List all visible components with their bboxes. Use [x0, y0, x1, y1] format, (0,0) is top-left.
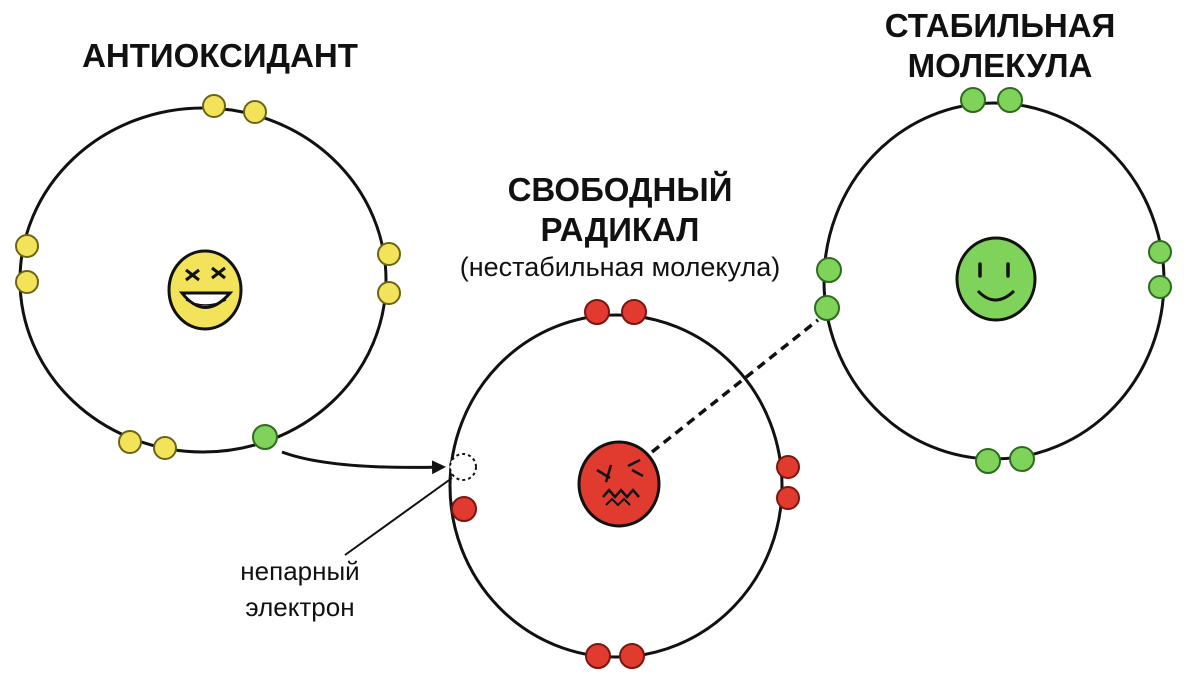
electron — [202, 94, 226, 118]
unpaired-electron-label-line2: электрон — [245, 592, 355, 622]
electron-transfer-arrow — [281, 450, 446, 475]
free-radical-title-line1: СВОБОДНЫЙ — [507, 171, 733, 208]
free-radical-orbit — [448, 313, 784, 659]
free-radical-subtitle: (нестабильная молекула) — [459, 252, 781, 282]
stable-molecule-title-line2: МОЛЕКУЛА — [907, 47, 1093, 84]
free-radical-electrons — [451, 299, 800, 669]
electron — [960, 87, 986, 113]
antioxidant-atom — [15, 94, 401, 460]
stable-molecule-electrons — [814, 87, 1172, 474]
stable-molecule-atom — [814, 87, 1172, 474]
stable-molecule-title-line1: СТАБИЛЬНАЯ — [884, 7, 1116, 44]
electron — [451, 496, 477, 522]
unpaired-electron-label: непарный электрон — [200, 553, 400, 625]
electron — [118, 430, 142, 454]
electron — [975, 448, 1001, 474]
free-radical-atom — [448, 299, 800, 669]
electron — [621, 299, 647, 325]
smiling-face-icon — [955, 236, 1037, 322]
unpaired-electron-slot — [449, 453, 477, 481]
electron — [814, 295, 840, 321]
electron — [816, 257, 842, 283]
attraction-dashed-line — [650, 318, 820, 454]
electron — [377, 242, 401, 266]
unpaired-electron-label-line1: непарный — [240, 556, 360, 586]
free-radical-title-line2: РАДИКАЛ — [540, 211, 700, 248]
electron — [243, 100, 267, 124]
electron — [584, 299, 610, 325]
stable-molecule-title: СТАБИЛЬНАЯ МОЛЕКУЛА — [860, 6, 1140, 86]
electron — [153, 436, 177, 460]
unpaired-electron-pointer — [344, 477, 453, 556]
electron — [776, 486, 800, 510]
electron — [15, 234, 39, 258]
electron — [1148, 240, 1172, 264]
electron — [619, 643, 645, 669]
grinning-face-icon — [167, 249, 243, 331]
antioxidant-title: АНТИОКСИДАНТ — [82, 37, 358, 74]
electron — [1009, 446, 1035, 472]
angry-face-icon — [577, 440, 661, 528]
electron — [585, 643, 611, 669]
electron — [15, 270, 39, 294]
electron — [997, 87, 1023, 113]
donated-electron — [252, 424, 278, 450]
electron — [776, 455, 800, 479]
antioxidant-electrons — [15, 94, 401, 460]
electron — [1148, 275, 1172, 299]
free-radical-title: СВОБОДНЫЙ РАДИКАЛ (нестабильная молекула… — [420, 170, 820, 284]
electron — [377, 281, 401, 305]
